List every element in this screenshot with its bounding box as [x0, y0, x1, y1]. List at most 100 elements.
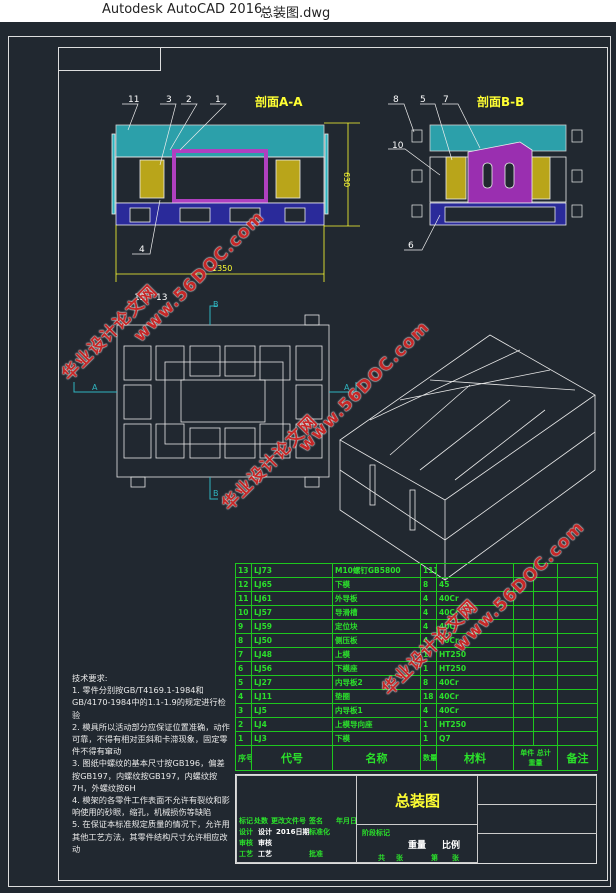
drawing-title: 总装图 — [394, 791, 440, 810]
label-review: 审核 — [239, 839, 253, 847]
empty-cell — [533, 661, 558, 676]
part-no: 3 — [235, 703, 252, 718]
part-qty: 4 — [420, 605, 437, 620]
callout-7: 7 — [443, 95, 449, 105]
corner-box — [58, 47, 161, 71]
part-no: 7 — [235, 647, 252, 662]
outer-border — [8, 36, 611, 887]
technical-requirements: 技术要求: 1. 零件分别按GB/T4169.1-1984和GB/4170-19… — [72, 672, 232, 855]
callout-5: 5 — [420, 95, 426, 105]
tech-title: 技术要求: — [72, 673, 108, 683]
part-no: 10 — [235, 605, 252, 620]
empty-cell — [533, 619, 558, 634]
empty-cell — [557, 717, 598, 732]
part-code: LJ48 — [251, 647, 333, 662]
part-code: LJ61 — [251, 591, 333, 606]
file-name: 总装图.dwg — [260, 6, 331, 21]
part-name: 侧压板 — [332, 633, 421, 648]
header-material: 材料 — [436, 745, 514, 771]
part-material: Q7 — [436, 731, 514, 746]
empty-cell — [513, 647, 534, 662]
part-code: LJ59 — [251, 619, 333, 634]
part-qty: 4 — [420, 703, 437, 718]
part-code: LJ4 — [251, 717, 333, 732]
header-weight: 单件 总计重量 — [513, 745, 558, 771]
empty-cell — [557, 605, 598, 620]
label-mark: 标记 — [239, 817, 253, 825]
part-code: LJ56 — [251, 661, 333, 676]
empty-cell — [533, 633, 558, 648]
empty-cell — [513, 619, 534, 634]
part-code: LJ3 — [251, 731, 333, 746]
empty-cell — [513, 717, 534, 732]
part-code: LJ27 — [251, 675, 333, 690]
label-sheets: 共 — [378, 854, 385, 862]
empty-cell — [557, 661, 598, 676]
bb-bolts — [388, 103, 583, 251]
label-process: 工艺 — [239, 850, 253, 858]
part-no: 5 — [235, 675, 252, 690]
part-name: 下模 — [332, 731, 421, 746]
empty-cell — [557, 633, 598, 648]
label-scale: 比例 — [442, 841, 461, 851]
section-bb-view — [429, 124, 567, 226]
empty-cell — [533, 647, 558, 662]
part-material: 40Cr — [436, 675, 514, 690]
section-aa-view — [111, 124, 329, 226]
callout-13: 13 — [156, 293, 167, 303]
inner-border — [58, 47, 608, 881]
part-qty: 111 — [420, 563, 437, 578]
parts-list-table: 13LJ73M10螺钉GB580011112LJ65下模84511LJ61外导板… — [235, 563, 598, 771]
tech-item: 4. 模架的各零件工作表面不允许有裂纹和影响使用的砂眼，缩孔，机械损伤等缺陷 — [72, 795, 230, 818]
cut-lines — [73, 305, 357, 500]
plan-view — [116, 314, 330, 488]
part-name: 内导板1 — [332, 703, 421, 718]
cad-drawing: 1350 630 剖面A-A 11 3 2 1 4 剖面B-B 8 5 7 10… — [8, 36, 611, 887]
label-approve: 批准 — [309, 850, 323, 858]
label-count: 处数 — [254, 817, 268, 825]
header-remark: 备注 — [557, 745, 598, 771]
part-code: LJ50 — [251, 633, 333, 648]
part-no: 4 — [235, 689, 252, 704]
tech-item: 2. 模具所以活动部分应保证位置准确，动作可靠，不得有相对歪斜和卡滞现象，固定零… — [72, 721, 230, 757]
label-sheet-unit2: 张 — [452, 854, 459, 862]
label-sign: 签名 — [309, 817, 323, 825]
empty-cell — [557, 675, 598, 690]
part-qty: 1 — [420, 717, 437, 732]
callout-leaders-aa — [122, 103, 227, 255]
empty-cell — [557, 577, 598, 592]
drawing-canvas[interactable]: 1350 630 剖面A-A 11 3 2 1 4 剖面B-B 8 5 7 10… — [0, 22, 616, 893]
empty-cell — [557, 563, 598, 578]
part-code: LJ65 — [251, 577, 333, 592]
tech-item: 1. 零件分别按GB/T4169.1-1984和GB/4170-1984中的1.… — [72, 685, 226, 720]
part-material: 40Cr — [436, 689, 514, 704]
callout-4: 4 — [139, 245, 145, 255]
empty-cell — [557, 647, 598, 662]
callout-1: 1 — [215, 95, 221, 105]
header-unit: 单件 — [520, 749, 535, 757]
empty-cell — [533, 731, 558, 746]
title-block: 总装图 标记 处数 更改文件号 签名 年月日 设计 设计 2016日期 标准化 … — [235, 774, 597, 864]
part-no: 8 — [235, 633, 252, 648]
label-date: 年月日 — [336, 817, 357, 825]
empty-cell — [557, 731, 598, 746]
isometric-view — [339, 334, 596, 581]
callout-6: 6 — [408, 241, 414, 251]
dim-height: 630 — [342, 172, 351, 187]
part-code: LJ57 — [251, 605, 333, 620]
label-stage: 阶段标记 — [362, 829, 390, 837]
part-name: 垫圈 — [332, 689, 421, 704]
dim-width: 1350 — [212, 264, 232, 273]
part-material — [436, 563, 514, 578]
part-no: 9 — [235, 619, 252, 634]
empty-cell — [557, 591, 598, 606]
part-no: 1 — [235, 731, 252, 746]
header-total: 总计 — [536, 749, 551, 757]
part-name: 下模 — [332, 577, 421, 592]
callout-2: 2 — [186, 95, 192, 105]
